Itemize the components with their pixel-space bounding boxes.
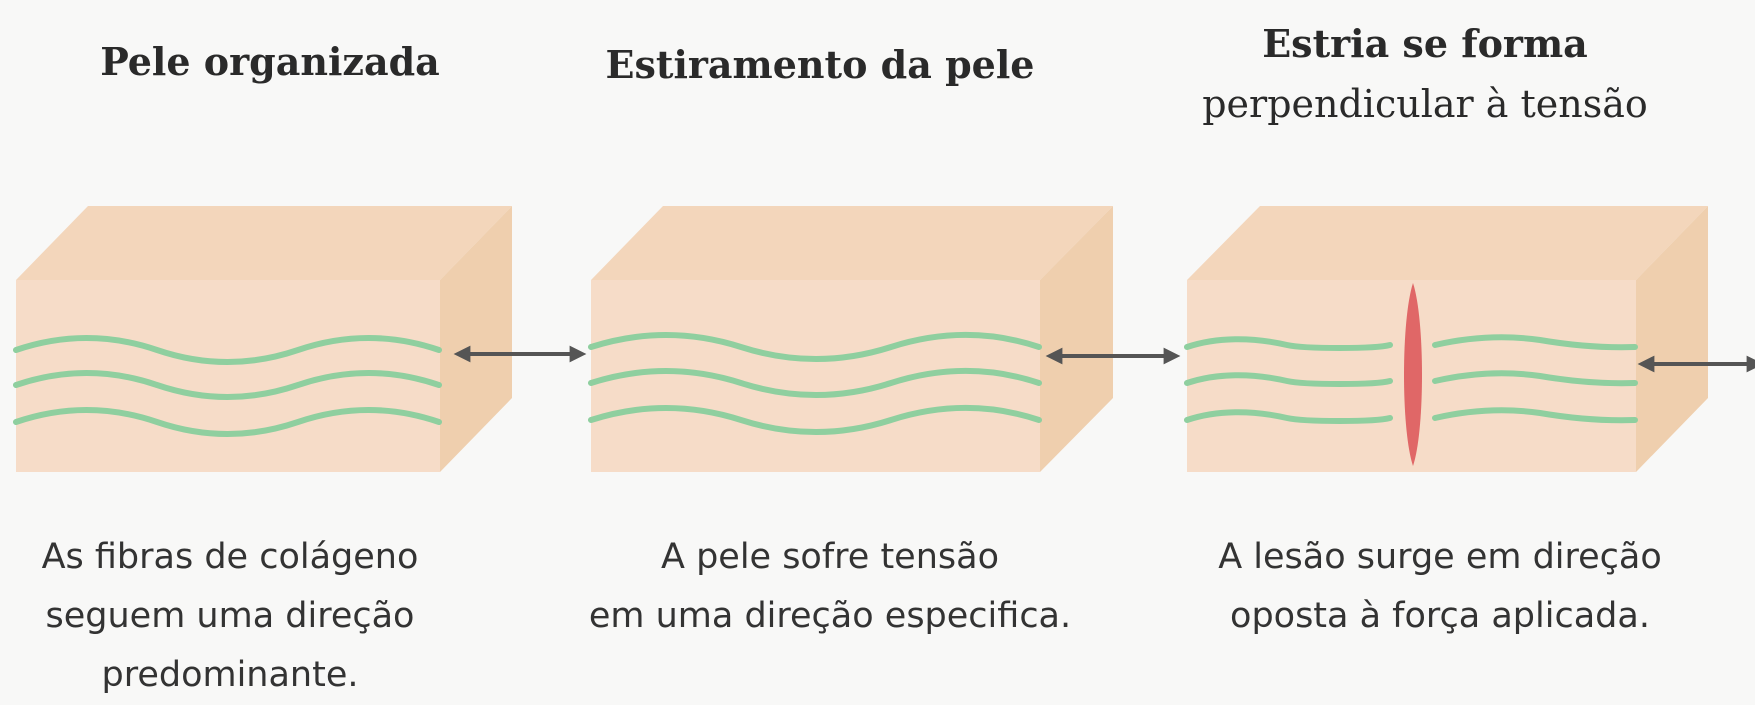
collagen-fiber xyxy=(1432,407,1638,424)
panel-3-title-line-1: Estria se forma xyxy=(1262,21,1588,66)
panel-2-title-line: Estiramento da pele xyxy=(605,42,1035,87)
panel-1-title-line: Pele organizada xyxy=(100,39,440,84)
collagen-fiber xyxy=(1184,409,1393,424)
collagen-fiber xyxy=(13,370,442,400)
panel-1-title: Pele organizada xyxy=(60,32,480,92)
panel-3-caption-line: A lesão surge em direção xyxy=(1218,537,1662,577)
collagen-fiber xyxy=(1432,370,1638,387)
panel-1-caption-line: As fibras de colágeno xyxy=(41,537,419,577)
skin-block-1-side xyxy=(440,206,512,472)
collagen-fiber xyxy=(1184,336,1393,351)
panel-2-caption: A pele sofre tensão em uma direção espec… xyxy=(580,528,1080,646)
skin-block-2-side xyxy=(1040,206,1113,472)
panel-3-caption: A lesão surge em direção oposta à força … xyxy=(1180,528,1700,646)
skin-block-3-top xyxy=(1187,206,1708,280)
collagen-fiber xyxy=(13,335,442,365)
panel-1-caption-line: seguem uma direção xyxy=(45,596,415,636)
skin-block-1-top xyxy=(16,206,512,280)
collagen-fiber xyxy=(588,405,1042,435)
panel-2-caption-line: em uma direção especifica. xyxy=(588,596,1072,636)
panel-1-caption-line: predominante. xyxy=(101,655,359,695)
collagen-fiber xyxy=(588,332,1042,362)
panel-2-caption-line: A pele sofre tensão xyxy=(661,537,999,577)
stretch-mark xyxy=(1404,283,1422,466)
skin-block-2-top xyxy=(591,206,1113,280)
skin-block-3 xyxy=(1184,206,1708,472)
panel-3-caption-line: oposta à força aplicada. xyxy=(1230,596,1650,636)
panel-3-title-line-2: perpendicular à tensão xyxy=(1202,82,1648,126)
collagen-fiber xyxy=(1432,334,1638,351)
skin-block-3-side xyxy=(1636,206,1708,472)
skin-block-1 xyxy=(13,206,512,472)
skin-block-2-front xyxy=(591,280,1040,472)
panel-1-caption: As fibras de colágeno seguem uma direção… xyxy=(20,528,440,705)
collagen-fiber xyxy=(1184,372,1393,387)
panel-2-title: Estiramento da pele xyxy=(590,35,1050,95)
skin-block-2 xyxy=(588,206,1113,472)
collagen-fiber xyxy=(13,407,442,437)
panel-3-title: Estria se forma perpendicular à tensão xyxy=(1160,14,1690,134)
collagen-fiber xyxy=(588,368,1042,398)
